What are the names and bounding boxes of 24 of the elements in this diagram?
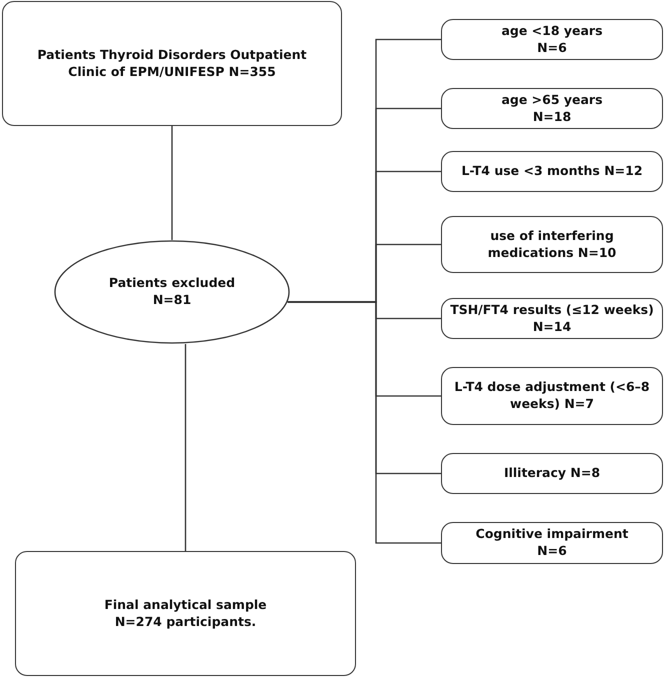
node-text: Patients Thyroid Disorders Outpatient Clinic of EPM/UNIFESP N=355: [36, 46, 308, 80]
exclusion-box: [441, 522, 663, 564]
exclusion-box: [441, 151, 663, 192]
connector-line: [288, 301, 441, 544]
node-text: Cognitive impairment N=6: [474, 526, 630, 560]
exclusion-box: [441, 298, 663, 339]
connector-line: [171, 126, 173, 240]
exclusion-box: [441, 216, 663, 273]
node-text: age <18 years N=6: [500, 22, 604, 56]
exclusion-box: [441, 88, 663, 129]
node-text: L-T4 use <3 months N=12: [461, 163, 643, 180]
exclusion-box: [441, 19, 663, 60]
node-text: L-T4 dose adjustment (<6–8 weeks) N=7: [453, 379, 651, 413]
node-text: Illiteracy N=8: [504, 465, 600, 482]
connector-line: [184, 344, 186, 551]
node-text: Patients excluded N=81: [108, 275, 236, 309]
node-text: age >65 years N=18: [500, 92, 604, 126]
process-box: [15, 551, 356, 676]
process-box: [2, 1, 342, 126]
node-text: use of interfering medications N=10: [486, 228, 618, 262]
node-text: Final analytical sample N=274 participants.: [103, 596, 268, 630]
node-text: TSH/FT4 results (≤12 weeks) N=14: [449, 302, 655, 336]
exclusion-box: [441, 367, 663, 425]
exclusion-box: [441, 453, 663, 494]
